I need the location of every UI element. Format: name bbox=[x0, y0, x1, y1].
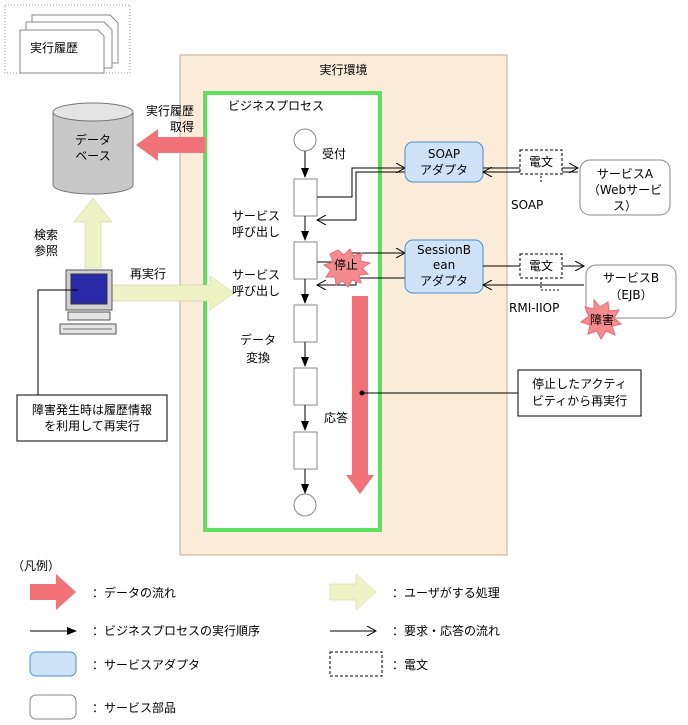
activity-end-step bbox=[293, 431, 318, 470]
stop-burst bbox=[322, 248, 372, 288]
database-label-2: ベース bbox=[75, 149, 111, 163]
history-document-label: 実行履歴 bbox=[30, 41, 79, 55]
legend-adapter-swatch bbox=[29, 651, 77, 677]
computer-icon bbox=[59, 269, 117, 335]
business-process-title: ビジネスプロセス bbox=[228, 99, 325, 113]
re-execute-arrow bbox=[111, 275, 235, 311]
telegram-box-2 bbox=[519, 253, 563, 279]
telegram-label-2: 電文 bbox=[528, 259, 553, 273]
soap-adapter-box bbox=[404, 141, 484, 183]
exec-env-title: 実行環境 bbox=[319, 63, 368, 77]
start-node bbox=[293, 128, 317, 152]
step-receive-label: 受付 bbox=[322, 147, 347, 161]
database-icon bbox=[52, 102, 134, 195]
legend-exec-order-label: ：ビジネスプロセスの実行順序 bbox=[92, 624, 261, 638]
soap-request-line bbox=[317, 168, 405, 198]
activity-service-call-2 bbox=[293, 241, 318, 280]
stop-label: 停止 bbox=[334, 258, 359, 272]
failure-note-line-1: 障害発生時は履歴情報 bbox=[31, 403, 152, 417]
failure-burst bbox=[579, 298, 623, 341]
legend-user-arrow bbox=[329, 573, 377, 611]
service-a-label-1: サービスA bbox=[596, 167, 654, 181]
service-a-label-3: ス） bbox=[612, 199, 637, 213]
legend-telegram-swatch bbox=[329, 651, 383, 677]
failure-note-box bbox=[16, 394, 168, 442]
legend-title: （凡例） bbox=[12, 559, 61, 573]
activity-service-call-1 bbox=[293, 178, 318, 217]
search-reference-label-2: 参照 bbox=[34, 244, 59, 258]
soap-response-line bbox=[317, 171, 405, 220]
legend-service-part-label: ：サービス部品 bbox=[92, 701, 177, 715]
search-reference-arrow bbox=[73, 197, 113, 269]
rerun-note-line-1: 停止したアクティ bbox=[532, 377, 627, 391]
activity-reply bbox=[293, 367, 318, 406]
step-call-2-label-a: サービス bbox=[232, 268, 281, 282]
rmi-protocol-label: RMI-IIOP bbox=[509, 301, 560, 315]
service-b-label-2: （EJB） bbox=[609, 288, 653, 302]
legend-user-process-label: ：ユーザがする処理 bbox=[392, 586, 500, 600]
service-a-label-2: （Webサービ bbox=[587, 183, 663, 197]
rerun-note-line-2: ビティから再実行 bbox=[531, 394, 628, 408]
rerun-note-box bbox=[517, 369, 642, 417]
legend-telegram-label: ：電文 bbox=[392, 658, 429, 672]
business-process-panel bbox=[203, 91, 382, 532]
service-a-box bbox=[579, 159, 671, 216]
database-label-1: データ bbox=[74, 133, 111, 147]
soap-protocol-label: SOAP bbox=[511, 198, 544, 212]
rerun-data-arrow bbox=[346, 296, 374, 494]
soap-adapter-label-2: アダプタ bbox=[419, 163, 468, 177]
legend-service-part-swatch bbox=[29, 694, 77, 720]
history-fetch-arrow bbox=[136, 129, 205, 161]
search-reference-label-1: 検索 bbox=[34, 228, 59, 242]
legend-data-flow-label: ：データの流れ bbox=[92, 586, 177, 600]
history-document-stack bbox=[19, 14, 119, 74]
failure-label: 障害 bbox=[590, 313, 615, 327]
end-node bbox=[293, 493, 317, 517]
failure-note-line-2: を利用して再実行 bbox=[44, 419, 140, 433]
note-leader-line bbox=[37, 289, 78, 395]
service-b-label-1: サービスB bbox=[602, 271, 660, 285]
legend-adapter-label: ：サービスアダプタ bbox=[92, 658, 201, 672]
soap-adapter-label-1: SOAP bbox=[427, 147, 461, 161]
step-call-1-label-a: サービス bbox=[232, 209, 281, 223]
activity-data-convert bbox=[293, 304, 318, 343]
re-execute-label: 再実行 bbox=[130, 267, 167, 281]
step-convert-label-b: 変換 bbox=[246, 351, 271, 365]
session-adapter-label-1: SessionB bbox=[416, 243, 472, 257]
telegram-box-1 bbox=[519, 149, 563, 175]
telegram-label-1: 電文 bbox=[528, 155, 553, 169]
session-adapter-label-3: アダプタ bbox=[419, 274, 468, 288]
history-fetch-label-2: 取得 bbox=[169, 120, 194, 134]
step-convert-label-a: データ bbox=[240, 333, 277, 347]
step-call-1-label-b: 呼び出し bbox=[232, 225, 281, 239]
history-fetch-label-1: 実行履歴 bbox=[145, 104, 194, 118]
session-adapter-label-2: ean bbox=[432, 258, 456, 272]
step-call-2-label-b: 呼び出し bbox=[232, 284, 281, 298]
step-reply-label: 応答 bbox=[324, 411, 349, 425]
legend-req-resp-label: ：要求・応答の流れ bbox=[392, 624, 501, 638]
legend-data-flow-arrow bbox=[30, 574, 76, 610]
